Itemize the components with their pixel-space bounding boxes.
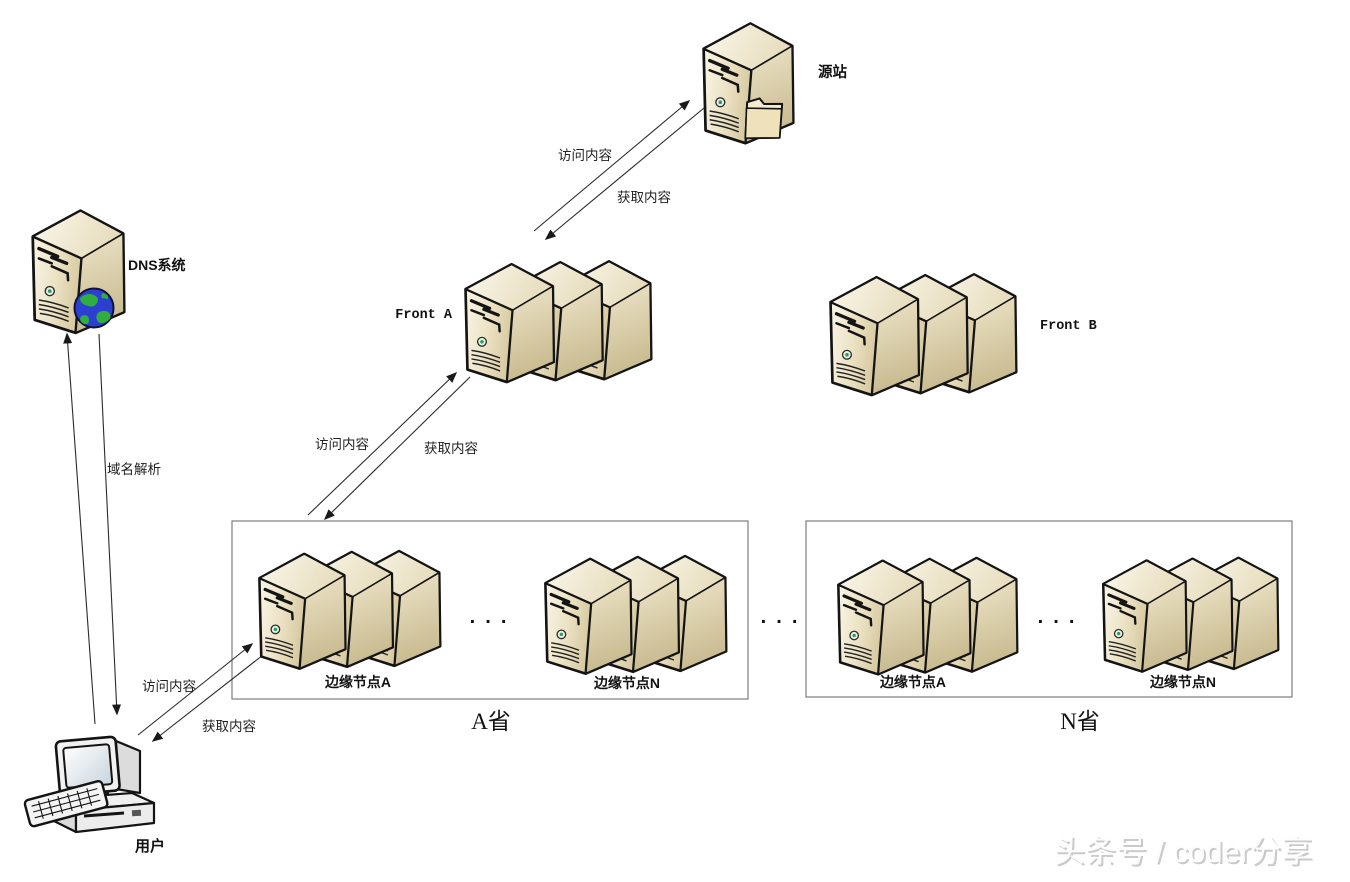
arrow-origin-to-fronta bbox=[544, 107, 705, 240]
front-a-cluster bbox=[466, 262, 651, 382]
edge-node-cluster-a2 bbox=[546, 556, 726, 673]
origin-server bbox=[702, 22, 795, 145]
keyboard-icon bbox=[23, 779, 109, 828]
arrow-user-to-edge bbox=[137, 643, 254, 736]
front-b-label: Front B bbox=[1040, 319, 1097, 334]
user-computer bbox=[23, 735, 156, 834]
dns-label: DNS系统 bbox=[128, 257, 186, 273]
origin-label: 源站 bbox=[818, 63, 847, 81]
province-a-label: A省 bbox=[471, 709, 511, 734]
arrow-fronta-to-edge bbox=[323, 376, 471, 521]
access-content-user-label: 访问内容 bbox=[142, 678, 196, 694]
arrow-dns-to-user bbox=[98, 333, 122, 716]
user-label: 用户 bbox=[135, 837, 165, 855]
edge-node-cluster-n1 bbox=[839, 558, 1017, 674]
edge-node-a1-label: 边缘节点A bbox=[324, 674, 391, 690]
watermark-text: 头条号 / coder分享 bbox=[1054, 834, 1312, 869]
arrow-user-to-dns bbox=[63, 332, 96, 725]
access-content-edge-label: 访问内容 bbox=[315, 436, 369, 452]
watermark: 头条号 / coder分享 头条号 / coder分享 bbox=[1054, 834, 1314, 871]
folder-icon bbox=[744, 97, 784, 140]
province-n-box bbox=[805, 520, 1293, 698]
access-content-origin-label: 访问内容 bbox=[558, 147, 612, 163]
fetch-content-edge-label: 获取内容 bbox=[424, 440, 478, 456]
front-b-cluster bbox=[831, 275, 1016, 395]
province-a-box bbox=[231, 520, 749, 700]
fetch-content-origin-label: 获取内容 bbox=[617, 189, 671, 205]
fetch-content-user-label: 获取内容 bbox=[202, 718, 256, 734]
watermark-shadow-text: 头条号 / coder分享 bbox=[1056, 836, 1314, 871]
globe-icon bbox=[73, 287, 115, 329]
arrow-edge-to-fronta bbox=[307, 371, 458, 516]
edge-node-cluster-n2 bbox=[1103, 558, 1278, 671]
ellipsis-between-provinces: · · · bbox=[760, 612, 799, 631]
edge-node-cluster-a1 bbox=[260, 551, 440, 668]
ellipsis-province-a: · · · bbox=[469, 612, 508, 631]
dns-server bbox=[31, 209, 126, 335]
arrow-fronta-to-origin bbox=[533, 100, 691, 232]
flow-arrows bbox=[63, 100, 705, 742]
edge-node-n2-label: 边缘节点N bbox=[1149, 674, 1216, 690]
arrow-edge-to-user bbox=[151, 654, 264, 742]
front-a-label: Front A bbox=[395, 308, 453, 323]
province-n-label: N省 bbox=[1060, 709, 1100, 734]
domain-resolution-label: 域名解析 bbox=[107, 462, 161, 477]
ellipsis-province-n: · · · bbox=[1037, 612, 1076, 631]
edge-node-a2-label: 边缘节点N bbox=[593, 675, 660, 691]
edge-node-n1-label: 边缘节点A bbox=[879, 674, 946, 690]
